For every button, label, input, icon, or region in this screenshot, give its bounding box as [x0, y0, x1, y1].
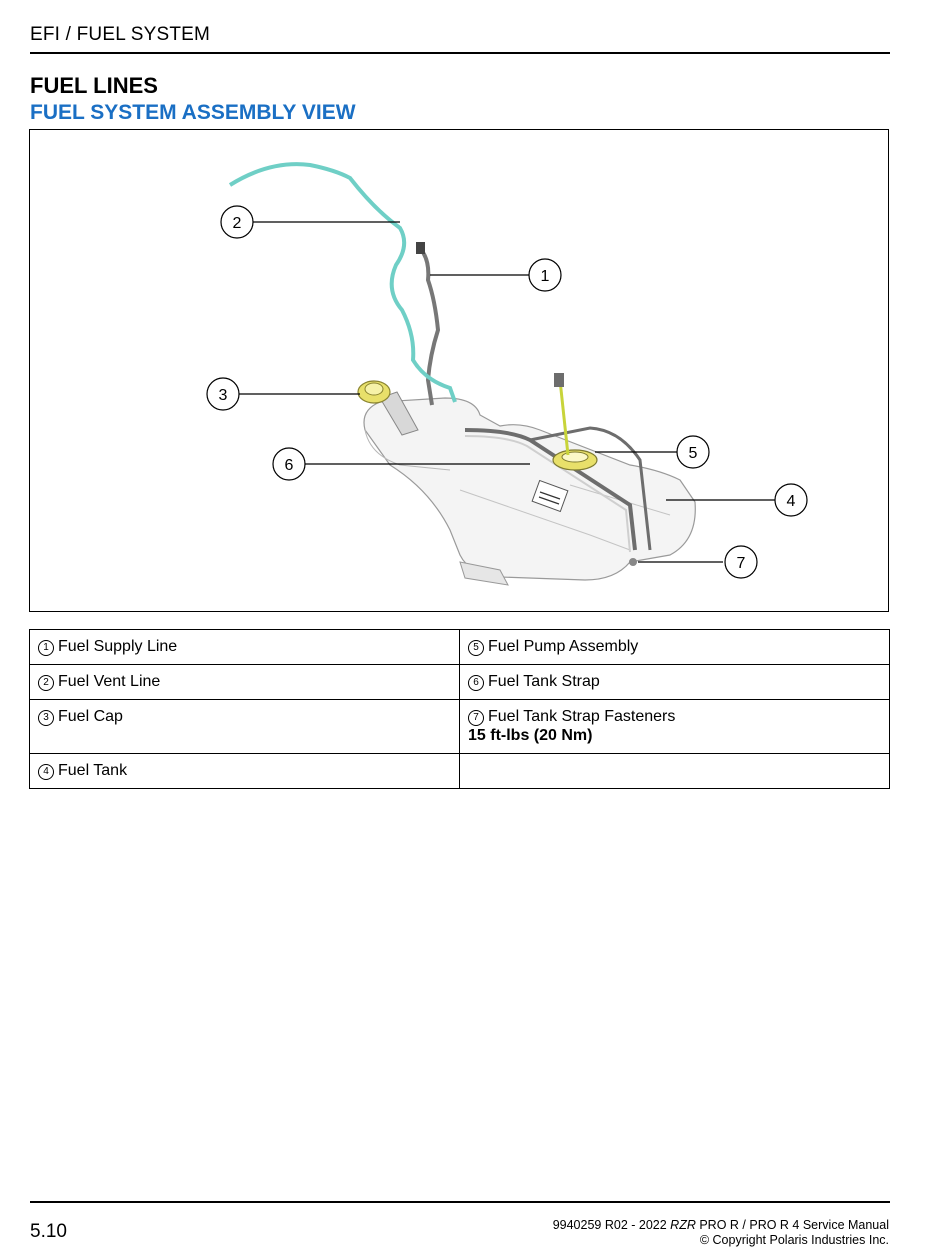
legend-number: 5	[468, 640, 484, 656]
callout-4: 4	[774, 483, 808, 517]
fuel-tank-shape	[363, 397, 696, 586]
manual-title: 9940259 R02 - 2022 RZR PRO R / PRO R 4 S…	[552, 1218, 889, 1232]
callout-3: 3	[206, 377, 240, 411]
svg-text:5: 5	[689, 445, 698, 462]
callout-5: 5	[676, 435, 710, 469]
fuel-supply-line-shape	[418, 246, 441, 406]
legend-label: Fuel Vent Line	[58, 673, 161, 690]
legend-number: 1	[38, 640, 54, 656]
svg-text:2: 2	[233, 215, 242, 232]
callout-6: 6	[272, 447, 306, 481]
section-subtitle: FUEL SYSTEM ASSEMBLY VIEW	[30, 101, 356, 124]
svg-text:7: 7	[737, 555, 746, 572]
legend-label: Fuel Cap	[58, 708, 123, 725]
callout-1: 1	[528, 258, 562, 292]
legend-number: 7	[468, 710, 484, 726]
torque-spec: 15 ft-lbs (20 Nm)	[468, 727, 593, 744]
legend-number: 6	[468, 675, 484, 691]
legend-label: Fuel Supply Line	[58, 638, 178, 655]
page-number: 5.10	[30, 1221, 67, 1242]
legend-number: 3	[38, 710, 54, 726]
copyright-notice: © Copyright Polaris Industries Inc.	[699, 1233, 889, 1247]
section-title: FUEL LINES	[30, 73, 158, 98]
footer-manual-info: 9940259 R02 - 2022 RZR PRO R / PRO R 4 S…	[553, 1218, 889, 1248]
page-header-title: EFI / FUEL SYSTEM	[30, 24, 211, 45]
legend-label: Fuel Tank Strap	[488, 673, 600, 690]
svg-text:4: 4	[787, 493, 796, 510]
legend-label: Fuel Tank Strap Fasteners	[488, 708, 676, 725]
legend-label: Fuel Pump Assembly	[488, 638, 639, 655]
svg-text:3: 3	[219, 387, 228, 404]
svg-text:1: 1	[541, 268, 550, 285]
callout-2: 2	[220, 205, 254, 239]
supply-line-connector	[416, 242, 425, 254]
callout-7: 7	[724, 545, 758, 579]
legend-cell-empty	[459, 753, 890, 789]
fuel-pump-shape	[552, 373, 598, 471]
svg-text:6: 6	[285, 457, 294, 474]
header-rule	[30, 52, 890, 54]
assembly-figure: 1 2 3 4 5 6 7	[29, 129, 889, 612]
legend-number: 2	[38, 675, 54, 691]
fuel-system-illustration: 1 2 3 4 5 6 7	[206, 162, 808, 586]
fuel-vent-line-shape	[228, 162, 457, 403]
callout-leaders	[239, 221, 775, 563]
footer-rule	[30, 1201, 890, 1203]
legend-number: 4	[38, 764, 54, 780]
legend-label: Fuel Tank	[58, 762, 128, 779]
fuel-cap-shape	[357, 380, 419, 436]
fuel-tank-strap-shape	[464, 426, 652, 566]
